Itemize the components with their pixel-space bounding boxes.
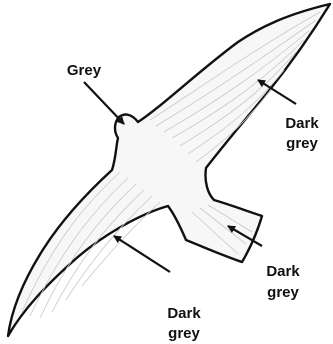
label-left-wing-line2: grey bbox=[168, 325, 200, 342]
arrow-left-wing bbox=[114, 236, 170, 272]
label-tail-line2: grey bbox=[267, 284, 299, 301]
label-right-wing-line1: Dark bbox=[285, 115, 319, 132]
label-head: Grey bbox=[67, 62, 102, 79]
arrow-head bbox=[84, 82, 124, 124]
label-right-wing-line2: grey bbox=[286, 135, 318, 152]
label-left-wing-line1: Dark bbox=[167, 305, 201, 322]
label-tail-line1: Dark bbox=[266, 263, 300, 280]
